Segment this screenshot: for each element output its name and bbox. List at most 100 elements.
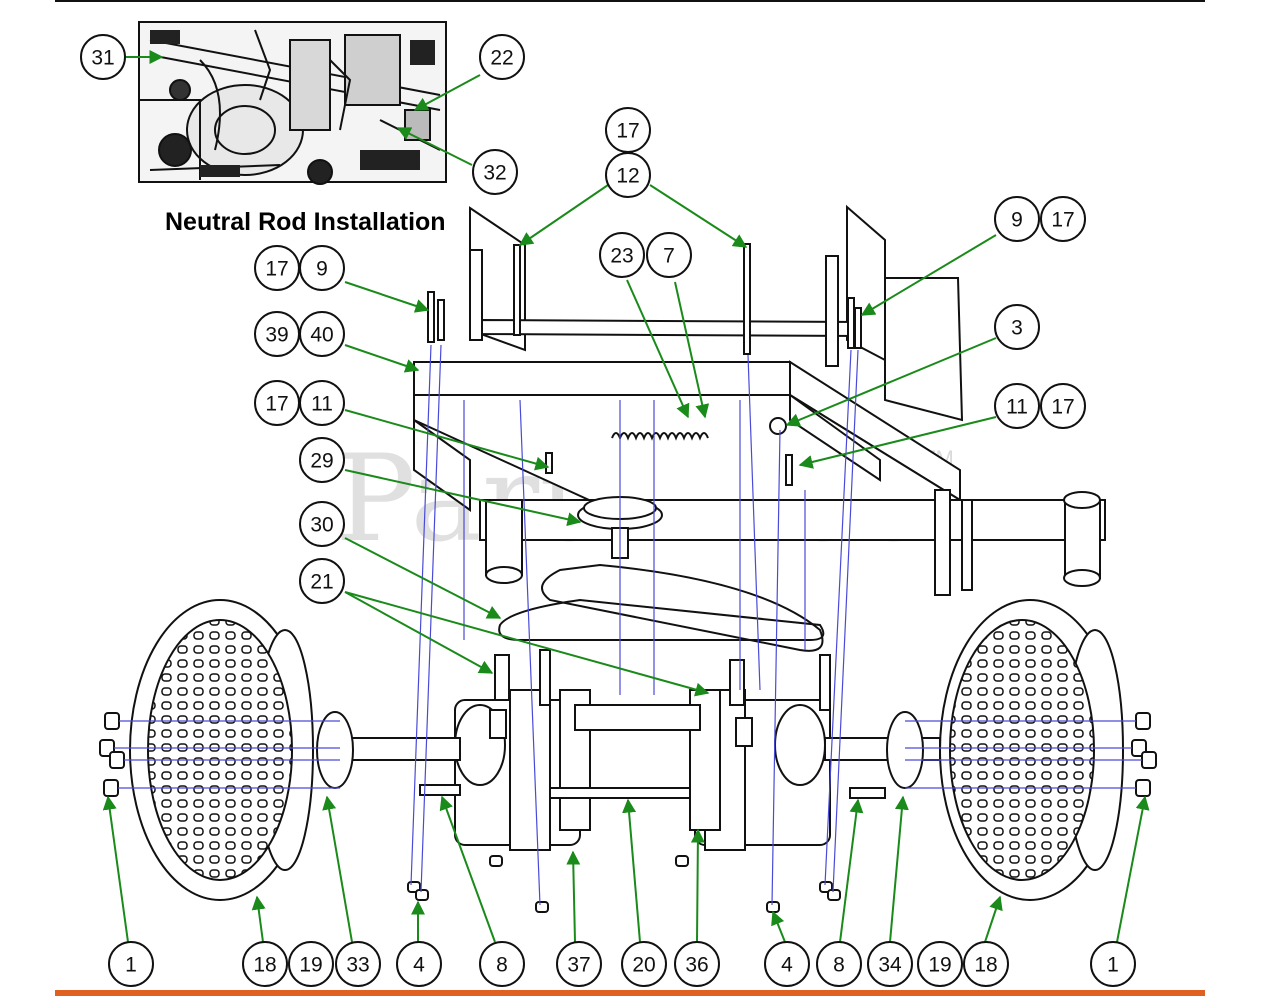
callout-label: 9 — [316, 258, 328, 281]
callout-label: 19 — [299, 954, 322, 977]
axles-hubs — [316, 711, 941, 799]
callout-c17b: 17 — [1040, 196, 1086, 242]
callout-label: 18 — [974, 954, 997, 977]
callout-c12: 12 — [605, 152, 651, 198]
callout-label: 30 — [310, 514, 333, 537]
callout-b1a: 1 — [108, 941, 154, 987]
bottom-nuts — [407, 855, 841, 913]
callout-label: 1 — [1107, 954, 1119, 977]
callout-c3: 3 — [994, 304, 1040, 350]
callout-label: 12 — [616, 165, 639, 188]
callout-circle — [867, 941, 913, 987]
callout-label: 7 — [663, 245, 675, 268]
callout-b4a: 4 — [396, 941, 442, 987]
callout-circle — [396, 941, 442, 987]
callout-circle — [299, 380, 345, 426]
callout-circle — [1040, 383, 1086, 429]
callout-b4b: 4 — [764, 941, 810, 987]
callout-circle — [1040, 196, 1086, 242]
callout-label: 8 — [833, 954, 845, 977]
callout-b8a: 8 — [479, 941, 525, 987]
callout-circle — [108, 941, 154, 987]
callout-label: 18 — [253, 954, 276, 977]
callout-label: 40 — [310, 324, 333, 347]
callout-circle — [299, 501, 345, 547]
bottom-rule — [55, 990, 1205, 996]
callout-label: 37 — [567, 954, 590, 977]
callout-label: 36 — [685, 954, 708, 977]
callout-label: 39 — [265, 324, 288, 347]
callout-label: 29 — [310, 450, 333, 473]
callout-circle — [556, 941, 602, 987]
cross-bar — [549, 787, 691, 799]
callout-circle — [599, 232, 645, 278]
callout-circle — [299, 558, 345, 604]
callout-b20: 20 — [621, 941, 667, 987]
callout-circle — [80, 34, 126, 80]
callout-b37: 37 — [556, 941, 602, 987]
spring — [611, 417, 787, 441]
callout-label: 19 — [928, 954, 951, 977]
callout-label: 17 — [265, 258, 288, 281]
callout-c39: 39 — [254, 311, 300, 357]
callout-circle — [299, 245, 345, 291]
callout-circle — [917, 941, 963, 987]
wheel-left — [129, 599, 314, 901]
callout-label: 4 — [413, 954, 425, 977]
callout-c21: 21 — [299, 558, 345, 604]
callout-b18a: 18 — [242, 941, 288, 987]
callout-circle — [816, 941, 862, 987]
callout-circle — [994, 196, 1040, 242]
callout-b36: 36 — [674, 941, 720, 987]
transaxle-right — [689, 654, 831, 851]
callout-circle — [1090, 941, 1136, 987]
callout-label: 17 — [265, 393, 288, 416]
callout-label: 21 — [310, 571, 333, 594]
callout-label: 11 — [1006, 396, 1028, 419]
callout-c11b: 11 — [994, 383, 1040, 429]
callout-circle — [963, 941, 1009, 987]
callout-label: 11 — [311, 393, 333, 416]
callout-c11a: 11 — [299, 380, 345, 426]
callout-label: 8 — [496, 954, 508, 977]
callout-circle — [242, 941, 288, 987]
callout-label: 3 — [1011, 317, 1023, 340]
callout-c7: 7 — [646, 232, 692, 278]
callout-b18b: 18 — [963, 941, 1009, 987]
callout-circle — [479, 34, 525, 80]
callout-label: 20 — [632, 954, 655, 977]
callout-circle — [764, 941, 810, 987]
wheel-right — [939, 599, 1124, 901]
callout-b1b: 1 — [1090, 941, 1136, 987]
callout-c32: 32 — [472, 149, 518, 195]
callout-c29: 29 — [299, 437, 345, 483]
callout-label: 17 — [1051, 209, 1074, 232]
callout-circle — [605, 152, 651, 198]
callout-c31: 31 — [80, 34, 126, 80]
callout-circle — [674, 941, 720, 987]
callout-circle — [994, 383, 1040, 429]
callout-c22: 22 — [479, 34, 525, 80]
callout-c23: 23 — [599, 232, 645, 278]
leader-lines — [102, 50, 1150, 943]
callout-label: 4 — [781, 954, 793, 977]
callout-label: 9 — [1011, 209, 1023, 232]
callout-label: 33 — [346, 954, 369, 977]
callout-c40: 40 — [299, 311, 345, 357]
callout-c17a: 17 — [605, 107, 651, 153]
callout-c17e: 17 — [1040, 383, 1086, 429]
callout-label: 34 — [878, 954, 902, 977]
callout-label: 23 — [610, 245, 633, 268]
guide-lines — [114, 344, 1142, 906]
callout-label: 22 — [490, 47, 513, 70]
callout-c30: 30 — [299, 501, 345, 547]
callout-circle — [646, 232, 692, 278]
callout-circle — [299, 437, 345, 483]
callout-circle — [335, 941, 381, 987]
inset-title: Neutral Rod Installation — [165, 208, 446, 236]
callout-label: 1 — [125, 954, 137, 977]
callout-circle — [299, 311, 345, 357]
